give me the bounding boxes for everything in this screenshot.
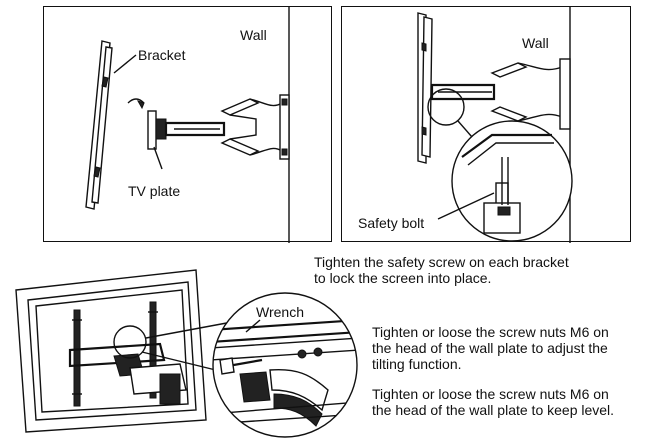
panel-safety-bolt: Wall Safety bolt [341, 6, 631, 243]
wall-label: Wall [240, 27, 267, 43]
level-instructions: Tighten or loose the screw nuts M6 on th… [372, 386, 614, 418]
panel-attach-tv-plate: Bracket Wall TV plate [43, 6, 332, 243]
level-line-1: Tighten or loose the screw nuts M6 on [372, 386, 609, 402]
tilt-line-3: tilting function. [372, 356, 462, 372]
safety-caption: Tighten the safety screw on each bracket… [314, 254, 569, 286]
safety-caption-line-1: Tighten the safety screw on each bracket [314, 254, 569, 270]
safety-bolt-label: Safety bolt [358, 215, 425, 231]
tv-plate-label: TV plate [128, 183, 181, 199]
wrench-label: Wrench [256, 304, 304, 320]
bracket-label: Bracket [138, 47, 186, 63]
tilt-instructions: Tighten or loose the screw nuts M6 on th… [372, 324, 609, 372]
safety-caption-line-2: to lock the screen into place. [314, 270, 492, 286]
tilt-line-1: Tighten or loose the screw nuts M6 on [372, 324, 609, 340]
level-line-2: the head of the wall plate to keep level… [372, 402, 615, 418]
safety-bolt-illustration [417, 7, 573, 243]
wall-label-b: Wall [522, 35, 549, 51]
wrench-detail [212, 292, 358, 438]
attach-illustration [85, 7, 290, 243]
tilt-line-2: the head of the wall plate to adjust the [372, 340, 608, 356]
tv-mount-illustration [15, 269, 233, 433]
